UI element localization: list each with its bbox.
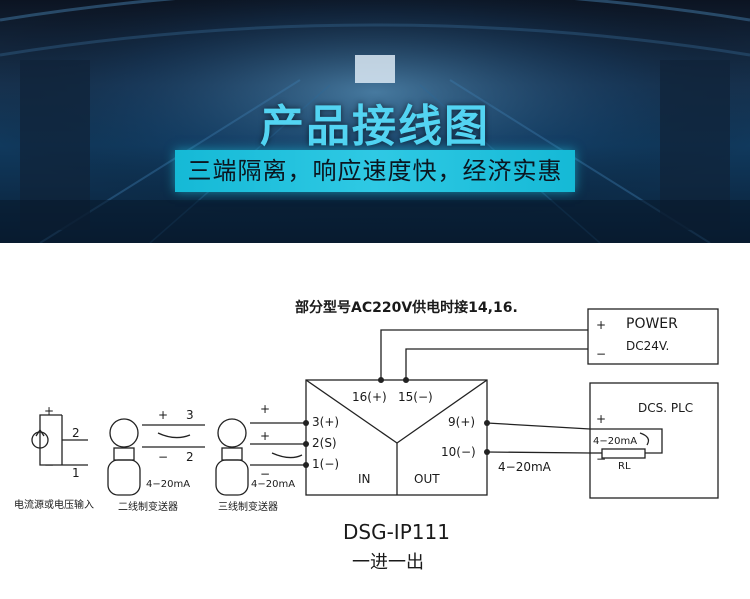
terminal-1-label: 1(−) [312, 457, 339, 471]
banner-title: 产品接线图 [260, 101, 490, 152]
source-plus-wire [39, 414, 62, 432]
three-wire-caption: 三线制变送器 [218, 500, 278, 513]
dcs-title: DCS. PLC [638, 401, 693, 415]
wire-10-to-dcs-minus [486, 451, 591, 454]
banner-subtitle: 三端隔离，响应速度快，经济实惠 [187, 157, 563, 185]
two-wire-transmitter-body [107, 459, 141, 496]
three-wire-minus: − [260, 467, 270, 481]
two-wire-plus: + [158, 408, 168, 422]
output-current-label: 4−20mA [498, 460, 552, 474]
three-wire-transmitter-neck [221, 447, 243, 461]
source-pin2: 2 [72, 426, 80, 440]
wire-15-to-power-minus [405, 348, 588, 380]
power-plus: + [596, 318, 606, 332]
terminal-10-label: 10(−) [441, 445, 476, 459]
dcs-current-arrow [639, 432, 650, 446]
terminal-2-label: 2(S) [312, 436, 337, 450]
wire-16-to-power-plus [380, 329, 588, 380]
power-voltage: DC24V. [626, 339, 669, 353]
wiring-diagram: 部分型号AC220V供电时接14,16. POWER DC24V. + − 16… [14, 299, 719, 573]
source-plus: + [44, 404, 54, 418]
two-wire-current: 4−20mA [146, 479, 190, 490]
dcs-plus: + [596, 412, 606, 426]
dcs-box [589, 382, 719, 499]
source-caption: 电流源或电压输入 [14, 498, 94, 511]
model-name: DSG-IP111 [343, 520, 450, 544]
tunnel-background [0, 0, 750, 243]
banner-subtitle-bar: 三端隔离，响应速度快，经济实惠 [175, 150, 575, 192]
terminal-16-label: 16(+) [352, 390, 387, 404]
source-minus: − [44, 458, 54, 472]
module-in-label: IN [358, 472, 371, 486]
power-title: POWER [626, 316, 678, 332]
three-wire-transmitter-body [215, 459, 249, 496]
terminal-3-label: 3(+) [312, 415, 339, 429]
two-wire-transmitter-neck [113, 447, 135, 461]
two-wire-caption: 二线制变送器 [118, 500, 178, 513]
source-pin1: 1 [72, 466, 80, 480]
dcs-minus: − [596, 452, 606, 466]
header-banner: 产品接线图 三端隔离，响应速度快，经济实惠 [0, 0, 750, 243]
three-wire-plus-1: + [260, 402, 270, 416]
power-note: 部分型号AC220V供电时接14,16. [295, 299, 518, 316]
two-wire-minus: − [158, 450, 168, 464]
module-divider-v [305, 379, 488, 444]
wire-9-to-dcs-plus [486, 422, 591, 430]
two-wire-pin2: 2 [186, 450, 194, 464]
module-out-label: OUT [414, 472, 440, 486]
two-wire-pin3: 3 [186, 408, 194, 422]
dcs-loop-wire [590, 428, 663, 454]
two-wire-current-arrow [157, 432, 191, 439]
terminal-9-label: 9(+) [448, 415, 475, 429]
power-box [587, 308, 719, 365]
two-wire-transmitter-head [109, 418, 139, 448]
model-subtitle: 一进一出 [352, 552, 424, 573]
power-minus: − [596, 347, 606, 361]
three-wire-current-arrow [271, 452, 303, 459]
terminal-15-label: 15(−) [398, 390, 433, 404]
rl-label: RL [618, 461, 631, 472]
rl-resistor [601, 448, 646, 459]
three-wire-transmitter-head [217, 418, 247, 448]
three-wire-plus-2: + [260, 429, 270, 443]
three-wire-current: 4−20mA [251, 479, 295, 490]
source-minus-wire [39, 448, 62, 466]
dcs-current: 4−20mA [593, 436, 637, 447]
